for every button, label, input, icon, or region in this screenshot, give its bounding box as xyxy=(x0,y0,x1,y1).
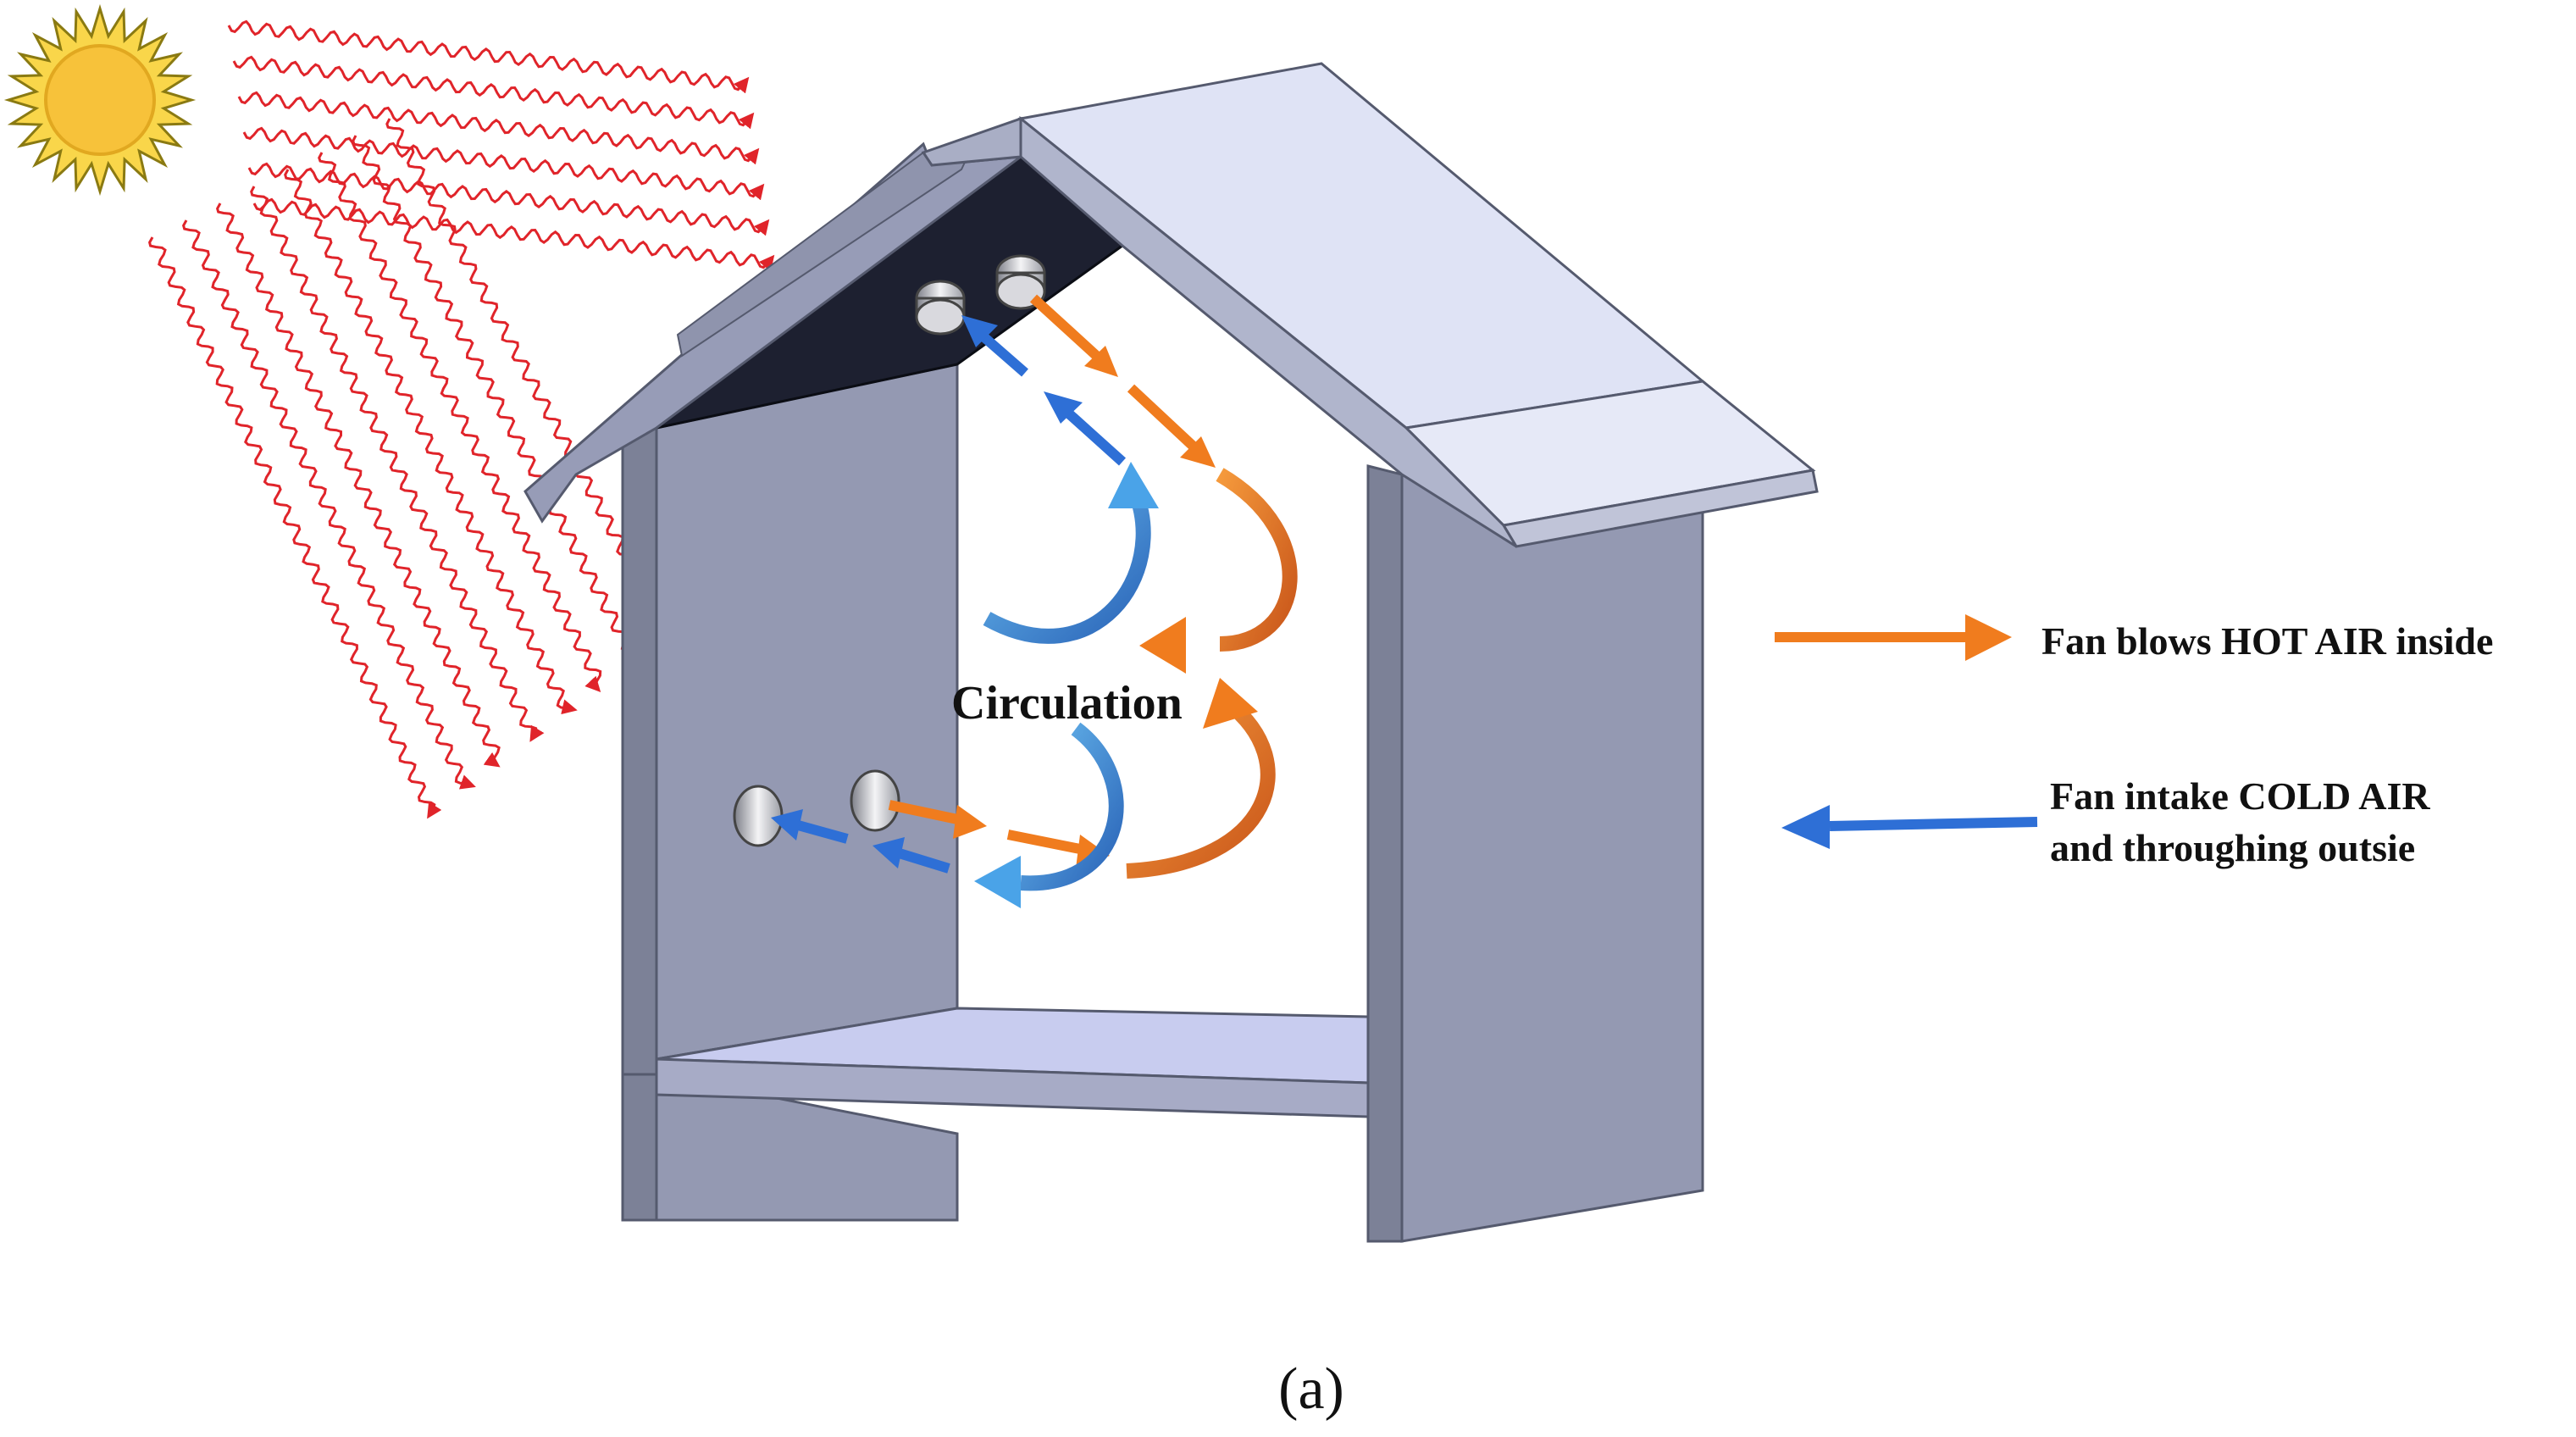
house-model xyxy=(524,62,1819,1243)
legend-cold-air-label-2: and throughing outsie xyxy=(2050,826,2415,869)
radiation-wave xyxy=(232,55,755,130)
radiation-wave xyxy=(237,91,760,165)
radiation-wave xyxy=(284,169,578,715)
radiation-wave xyxy=(385,118,679,640)
radiation-wave xyxy=(148,236,442,819)
roof-left-slope xyxy=(524,141,1026,524)
radiation-wave xyxy=(247,162,770,236)
blue-arrow-icon xyxy=(1781,805,1830,849)
hot-air-flow xyxy=(888,294,1298,879)
orange-arrow-icon xyxy=(1965,614,2012,661)
radiation-wave xyxy=(227,19,750,94)
legend: Fan blows HOT AIR inside Fan intake COLD… xyxy=(1775,614,2493,869)
legend-hot-air-label: Fan blows HOT AIR inside xyxy=(2041,619,2493,663)
solar-radiation-upper xyxy=(227,19,775,272)
legend-cold-air: Fan intake COLD AIR and throughing outsi… xyxy=(1781,774,2430,869)
radiation-wave xyxy=(181,219,476,790)
roof-right-slope xyxy=(1017,62,1819,548)
circulation-label: Circulation xyxy=(951,677,1183,730)
roof-ridge xyxy=(921,116,1022,167)
solar-radiation-lower xyxy=(148,118,679,819)
radiation-wave xyxy=(252,197,775,272)
legend-hot-air: Fan blows HOT AIR inside xyxy=(1775,614,2493,663)
floor-shelf xyxy=(655,1007,1370,1118)
legend-cold-air-label-1: Fan intake COLD AIR xyxy=(2050,774,2430,818)
sun-icon xyxy=(3,3,197,197)
radiation-wave xyxy=(318,152,602,692)
radiation-wave xyxy=(250,186,545,742)
cold-air-flow xyxy=(771,315,1159,908)
right-wall xyxy=(1366,464,1704,1243)
radiation-wave xyxy=(242,126,765,201)
radiation-wave xyxy=(215,203,501,768)
radiation-wave xyxy=(352,135,647,666)
figure-caption: (a) xyxy=(1278,1357,1344,1422)
